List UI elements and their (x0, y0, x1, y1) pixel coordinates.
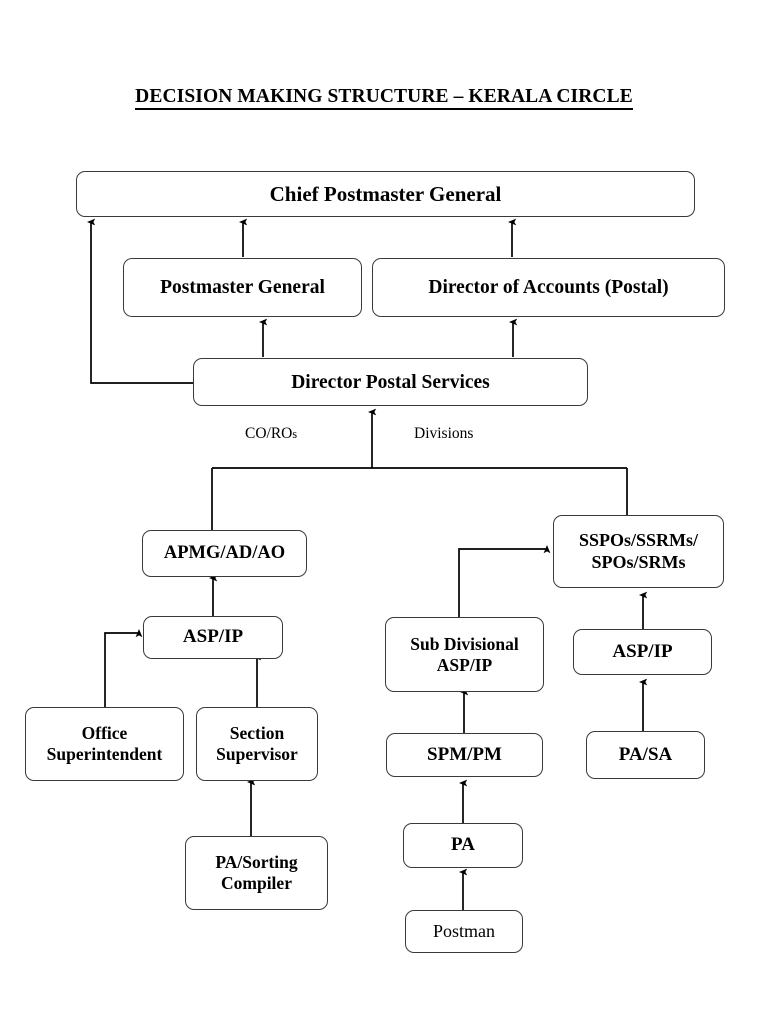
node-label-line1: Sub Divisional (410, 633, 519, 654)
node-label: Director Postal Services (291, 371, 490, 393)
page-title-text: DECISION MAKING STRUCTURE – KERALA CIRCL… (135, 86, 633, 110)
node-asp-ip-right[interactable]: ASP/IP (573, 629, 712, 675)
edge-label-co-ros-text: CO/RO (245, 425, 293, 442)
node-label-line2: SPOs/SRMs (591, 551, 686, 572)
node-label: Director of Accounts (Postal) (428, 277, 669, 298)
node-label: SSPOs/SSRMs/SPOs/SRMs (579, 530, 698, 572)
node-spm-pm[interactable]: SPM/PM (386, 733, 543, 777)
node-label-line2: Compiler (221, 873, 292, 893)
node-chief-postmaster-general[interactable]: Chief Postmaster General (76, 171, 695, 217)
edge-subdiv-to-sspos (458, 545, 551, 617)
node-sspos-ssrms-spos-srms[interactable]: SSPOs/SSRMs/SPOs/SRMs (553, 515, 724, 588)
edge-label-divisions: Divisions (414, 425, 474, 442)
page-title: DECISION MAKING STRUCTURE – KERALA CIRCL… (0, 86, 768, 110)
node-asp-ip-left[interactable]: ASP/IP (143, 616, 283, 659)
node-apmg-ad-ao[interactable]: APMG/AD/AO (142, 530, 307, 577)
node-label-line1: Section (229, 723, 285, 744)
node-label: Chief Postmaster General (269, 181, 502, 206)
node-label: Postmaster General (160, 277, 325, 298)
node-label: Postman (432, 920, 495, 941)
node-label-line2: Supervisor (216, 744, 298, 764)
node-director-of-accounts[interactable]: Director of Accounts (Postal) (372, 258, 725, 317)
node-postman[interactable]: Postman (405, 910, 523, 953)
node-pa-sa[interactable]: PA/SA (586, 731, 705, 779)
node-label: SPM/PM (427, 743, 502, 765)
node-label-line1: PA/Sorting (215, 852, 298, 873)
node-label: ASP/IP (612, 640, 673, 662)
node-director-postal-services[interactable]: Director Postal Services (193, 358, 588, 406)
node-label-line1: SSPOs/SSRMs/ (578, 530, 699, 551)
node-label-line2: Superintendent (46, 744, 163, 764)
node-label: APMG/AD/AO (163, 542, 286, 563)
edge-label-co-ros: CO/ROs (245, 425, 297, 443)
node-postmaster-general[interactable]: Postmaster General (123, 258, 362, 317)
node-label-line1: Office (81, 723, 128, 744)
edge-officesup-to-aspleft (104, 629, 143, 707)
node-label-line2: ASP/IP (436, 654, 493, 675)
node-label: PA/SA (618, 743, 673, 765)
node-label: ASP/IP (182, 626, 244, 648)
node-label: PA (451, 834, 475, 856)
node-pa[interactable]: PA (403, 823, 523, 868)
edge-label-co-ros-suffix: s (292, 427, 298, 441)
